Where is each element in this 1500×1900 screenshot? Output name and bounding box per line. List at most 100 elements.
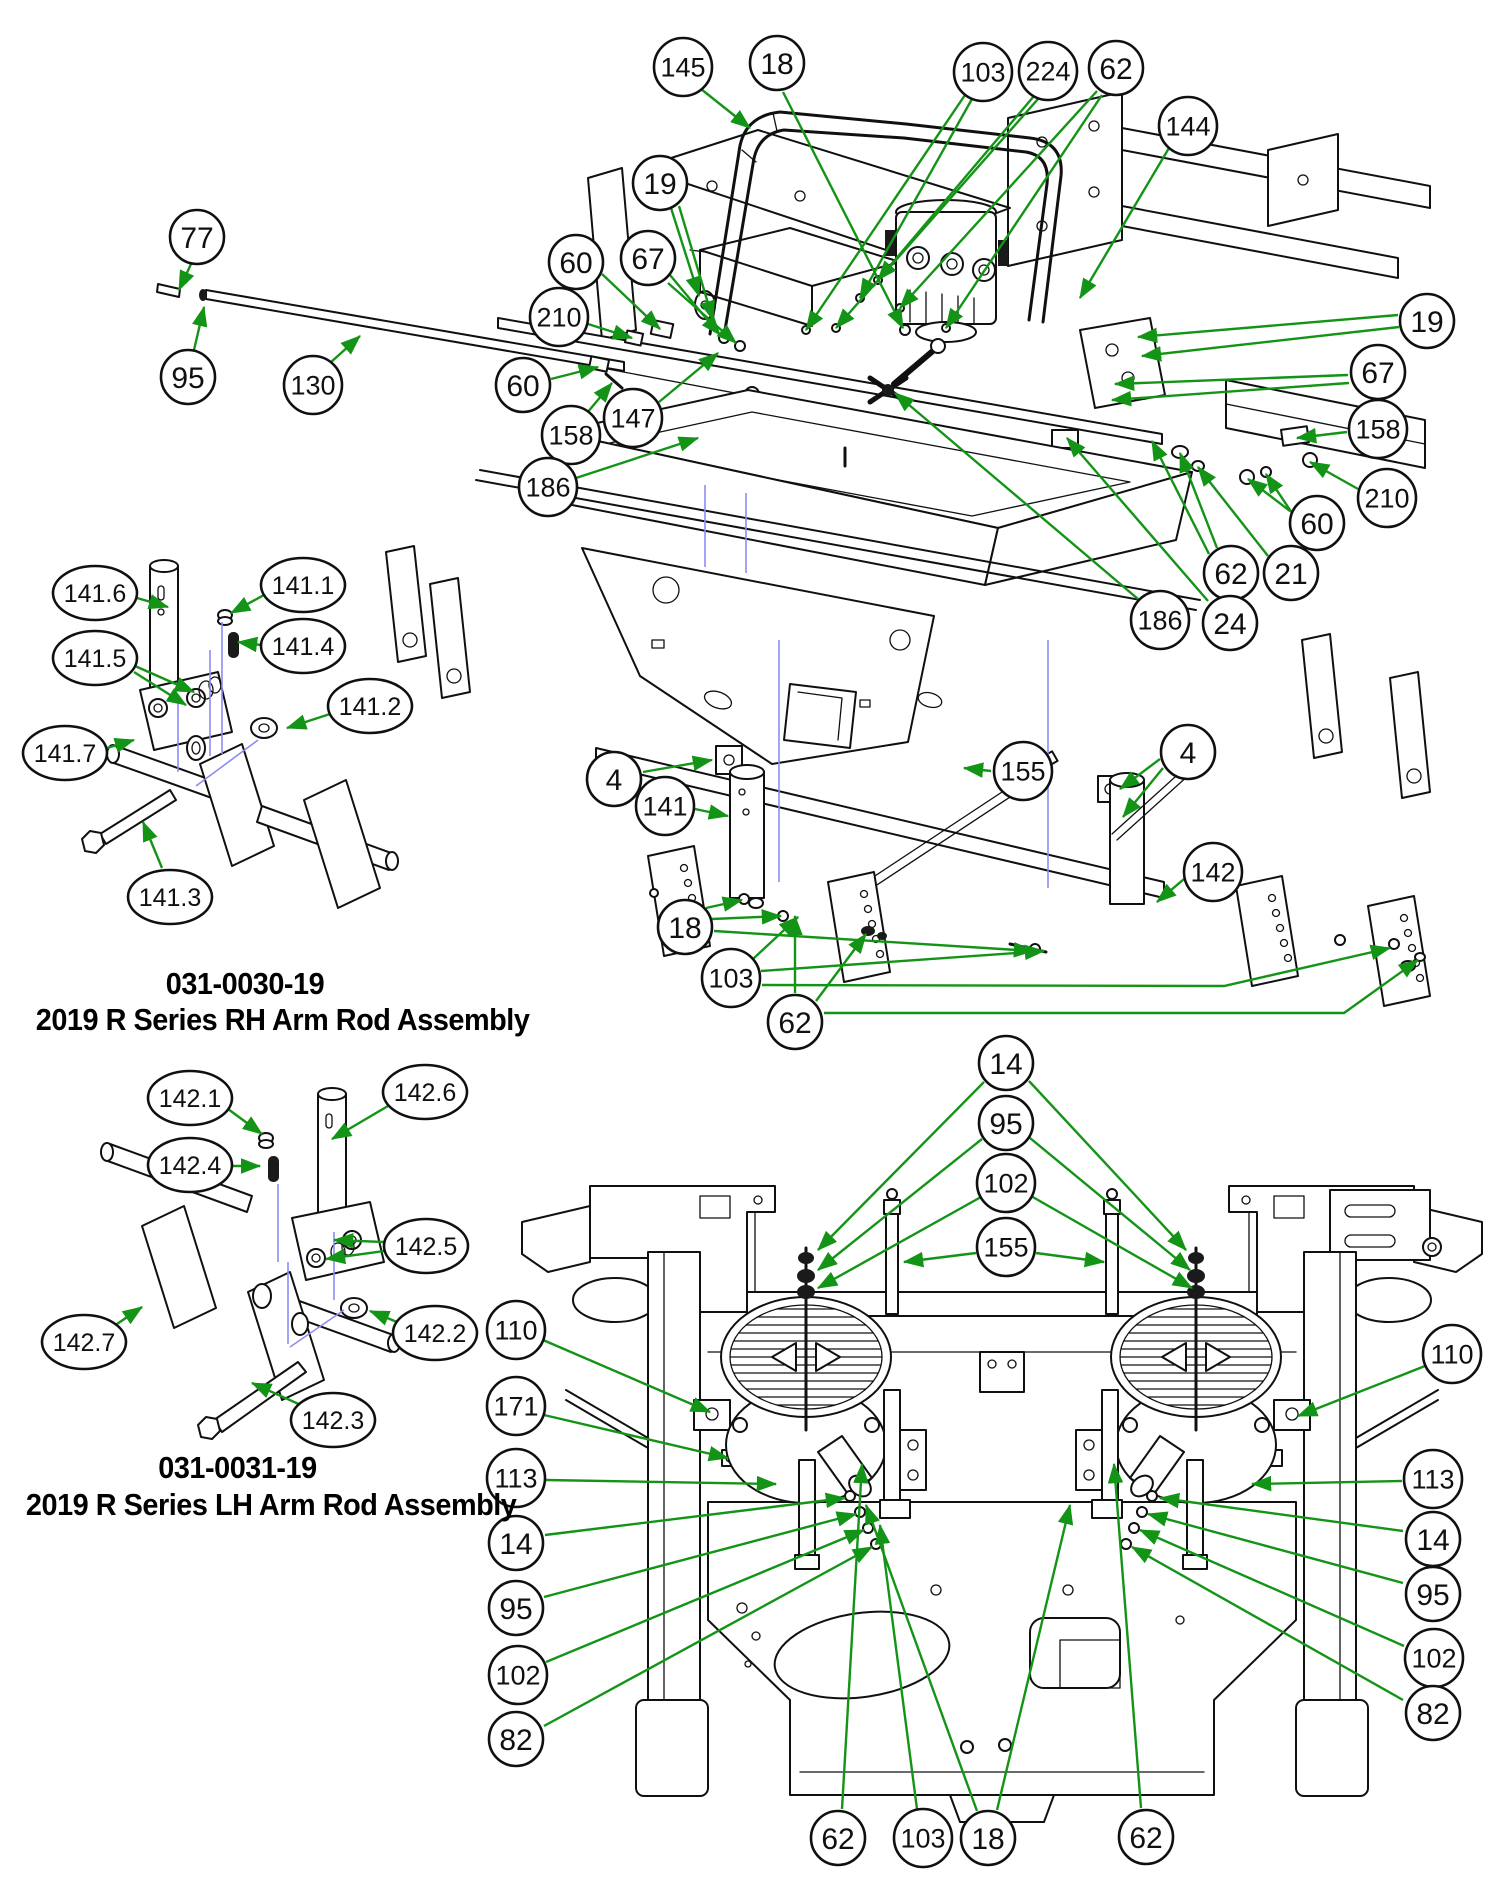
callout-balloon	[528, 286, 590, 348]
callout-number: 171	[493, 1392, 538, 1422]
callout-number: 18	[760, 48, 793, 81]
leader-line	[587, 322, 634, 340]
leader-line	[543, 1511, 858, 1599]
callout-balloon	[952, 41, 1014, 103]
callout-balloon	[1117, 1808, 1175, 1866]
callout-balloon	[1201, 594, 1259, 652]
callout-95: 95	[817, 1094, 1191, 1271]
callout-number: 24	[1213, 608, 1246, 641]
callout-number: 82	[1416, 1698, 1449, 1731]
lh-arm-rod-drawing	[100, 1087, 401, 1440]
leader-line	[1035, 1251, 1106, 1268]
callout-balloon	[1159, 723, 1217, 781]
callout-number: 103	[900, 1824, 945, 1854]
callout-102: 102	[1138, 1528, 1465, 1689]
callout-number: 67	[1361, 357, 1394, 390]
callout-18: 18	[748, 34, 905, 330]
callout-158: 158	[540, 382, 613, 466]
callout-number: 141.3	[139, 884, 202, 912]
callout-number: 67	[631, 243, 664, 276]
leader-line	[899, 90, 1098, 309]
leader-line	[368, 1309, 398, 1326]
callout-number: 155	[983, 1233, 1028, 1263]
callout-number: 103	[708, 964, 753, 994]
callout-number: 155	[1000, 757, 1045, 787]
leader-line	[285, 712, 331, 730]
leader-line	[824, 959, 1419, 1015]
leader-line	[995, 1503, 1074, 1811]
callout-19: 19	[1136, 292, 1456, 362]
callout-number: 95	[1416, 1579, 1449, 1612]
callout-60: 60	[547, 233, 661, 330]
leader-line	[1247, 478, 1291, 512]
callout-number: 113	[1411, 1465, 1454, 1495]
leader-line	[134, 664, 196, 694]
leader-line	[658, 352, 719, 403]
leader-line	[694, 804, 730, 820]
callout-number: 141.7	[34, 740, 97, 768]
callout-number: 142.6	[394, 1079, 457, 1107]
leader-line	[1138, 1528, 1405, 1648]
callout-balloon	[766, 993, 824, 1051]
callout-4: 4	[1119, 723, 1217, 818]
callout-balloon	[1402, 1448, 1464, 1510]
callout-number: 62	[1099, 53, 1132, 86]
callout-186: 186	[517, 436, 700, 518]
callout-62: 62	[1150, 439, 1260, 602]
callout-number: 14	[1416, 1524, 1449, 1557]
leader-line	[1130, 1545, 1404, 1702]
leader-line	[601, 273, 661, 330]
callout-60: 60	[1247, 473, 1346, 552]
callout-number: 210	[536, 303, 581, 333]
leader-line	[1113, 373, 1349, 392]
callout-110: 110	[1296, 1323, 1483, 1418]
leader-line	[1156, 878, 1185, 903]
callout-number: 77	[180, 222, 213, 255]
callout-number: 95	[171, 362, 204, 395]
callout-balloon	[517, 456, 579, 518]
callout-number: 141.4	[272, 633, 335, 661]
callout-224: 224	[835, 40, 1079, 329]
leader-line	[1119, 758, 1161, 790]
callout-number: 14	[499, 1528, 532, 1561]
callout-balloon	[168, 208, 226, 266]
leader-line	[1150, 439, 1211, 555]
callout-number: 158	[1355, 415, 1400, 445]
leader-line	[1308, 460, 1359, 491]
leader-line	[1029, 1137, 1191, 1271]
callout-balloon	[381, 1063, 469, 1121]
callout-67: 67	[619, 229, 737, 344]
transmission-left	[720, 1246, 927, 1570]
leader-line	[1146, 1511, 1404, 1585]
callout-210: 210	[528, 286, 634, 348]
callout-balloon	[748, 34, 806, 92]
leader-line	[760, 944, 1046, 973]
callout-balloon	[485, 1375, 547, 1437]
callout-142.7: 142.7	[40, 1306, 143, 1371]
callout-balloon	[977, 1094, 1035, 1152]
callout-82: 82	[1130, 1545, 1462, 1742]
callout-4: 4	[585, 750, 714, 808]
callout-balloon	[40, 1313, 128, 1371]
leader-line	[677, 205, 715, 322]
leader-line	[106, 737, 136, 753]
callout-balloon	[892, 1807, 954, 1869]
callout-103: 103	[874, 1523, 954, 1869]
callout-18: 18	[864, 1503, 1074, 1867]
leader-line	[815, 933, 867, 1002]
callout-141.4: 141.4	[236, 617, 347, 675]
callout-number: 102	[1411, 1644, 1456, 1674]
callout-number: 141.2	[339, 693, 402, 721]
callout-balloon	[1347, 398, 1409, 460]
callout-number: 210	[1364, 484, 1409, 514]
leader-line	[805, 94, 966, 331]
callout-67: 67	[1110, 343, 1407, 407]
leader-line	[817, 1081, 985, 1251]
callout-balloon	[1087, 39, 1145, 97]
callout-balloon	[585, 750, 643, 808]
callout-130: 130	[282, 335, 361, 416]
leader-line	[817, 1138, 983, 1271]
callout-62: 62	[766, 914, 1419, 1051]
